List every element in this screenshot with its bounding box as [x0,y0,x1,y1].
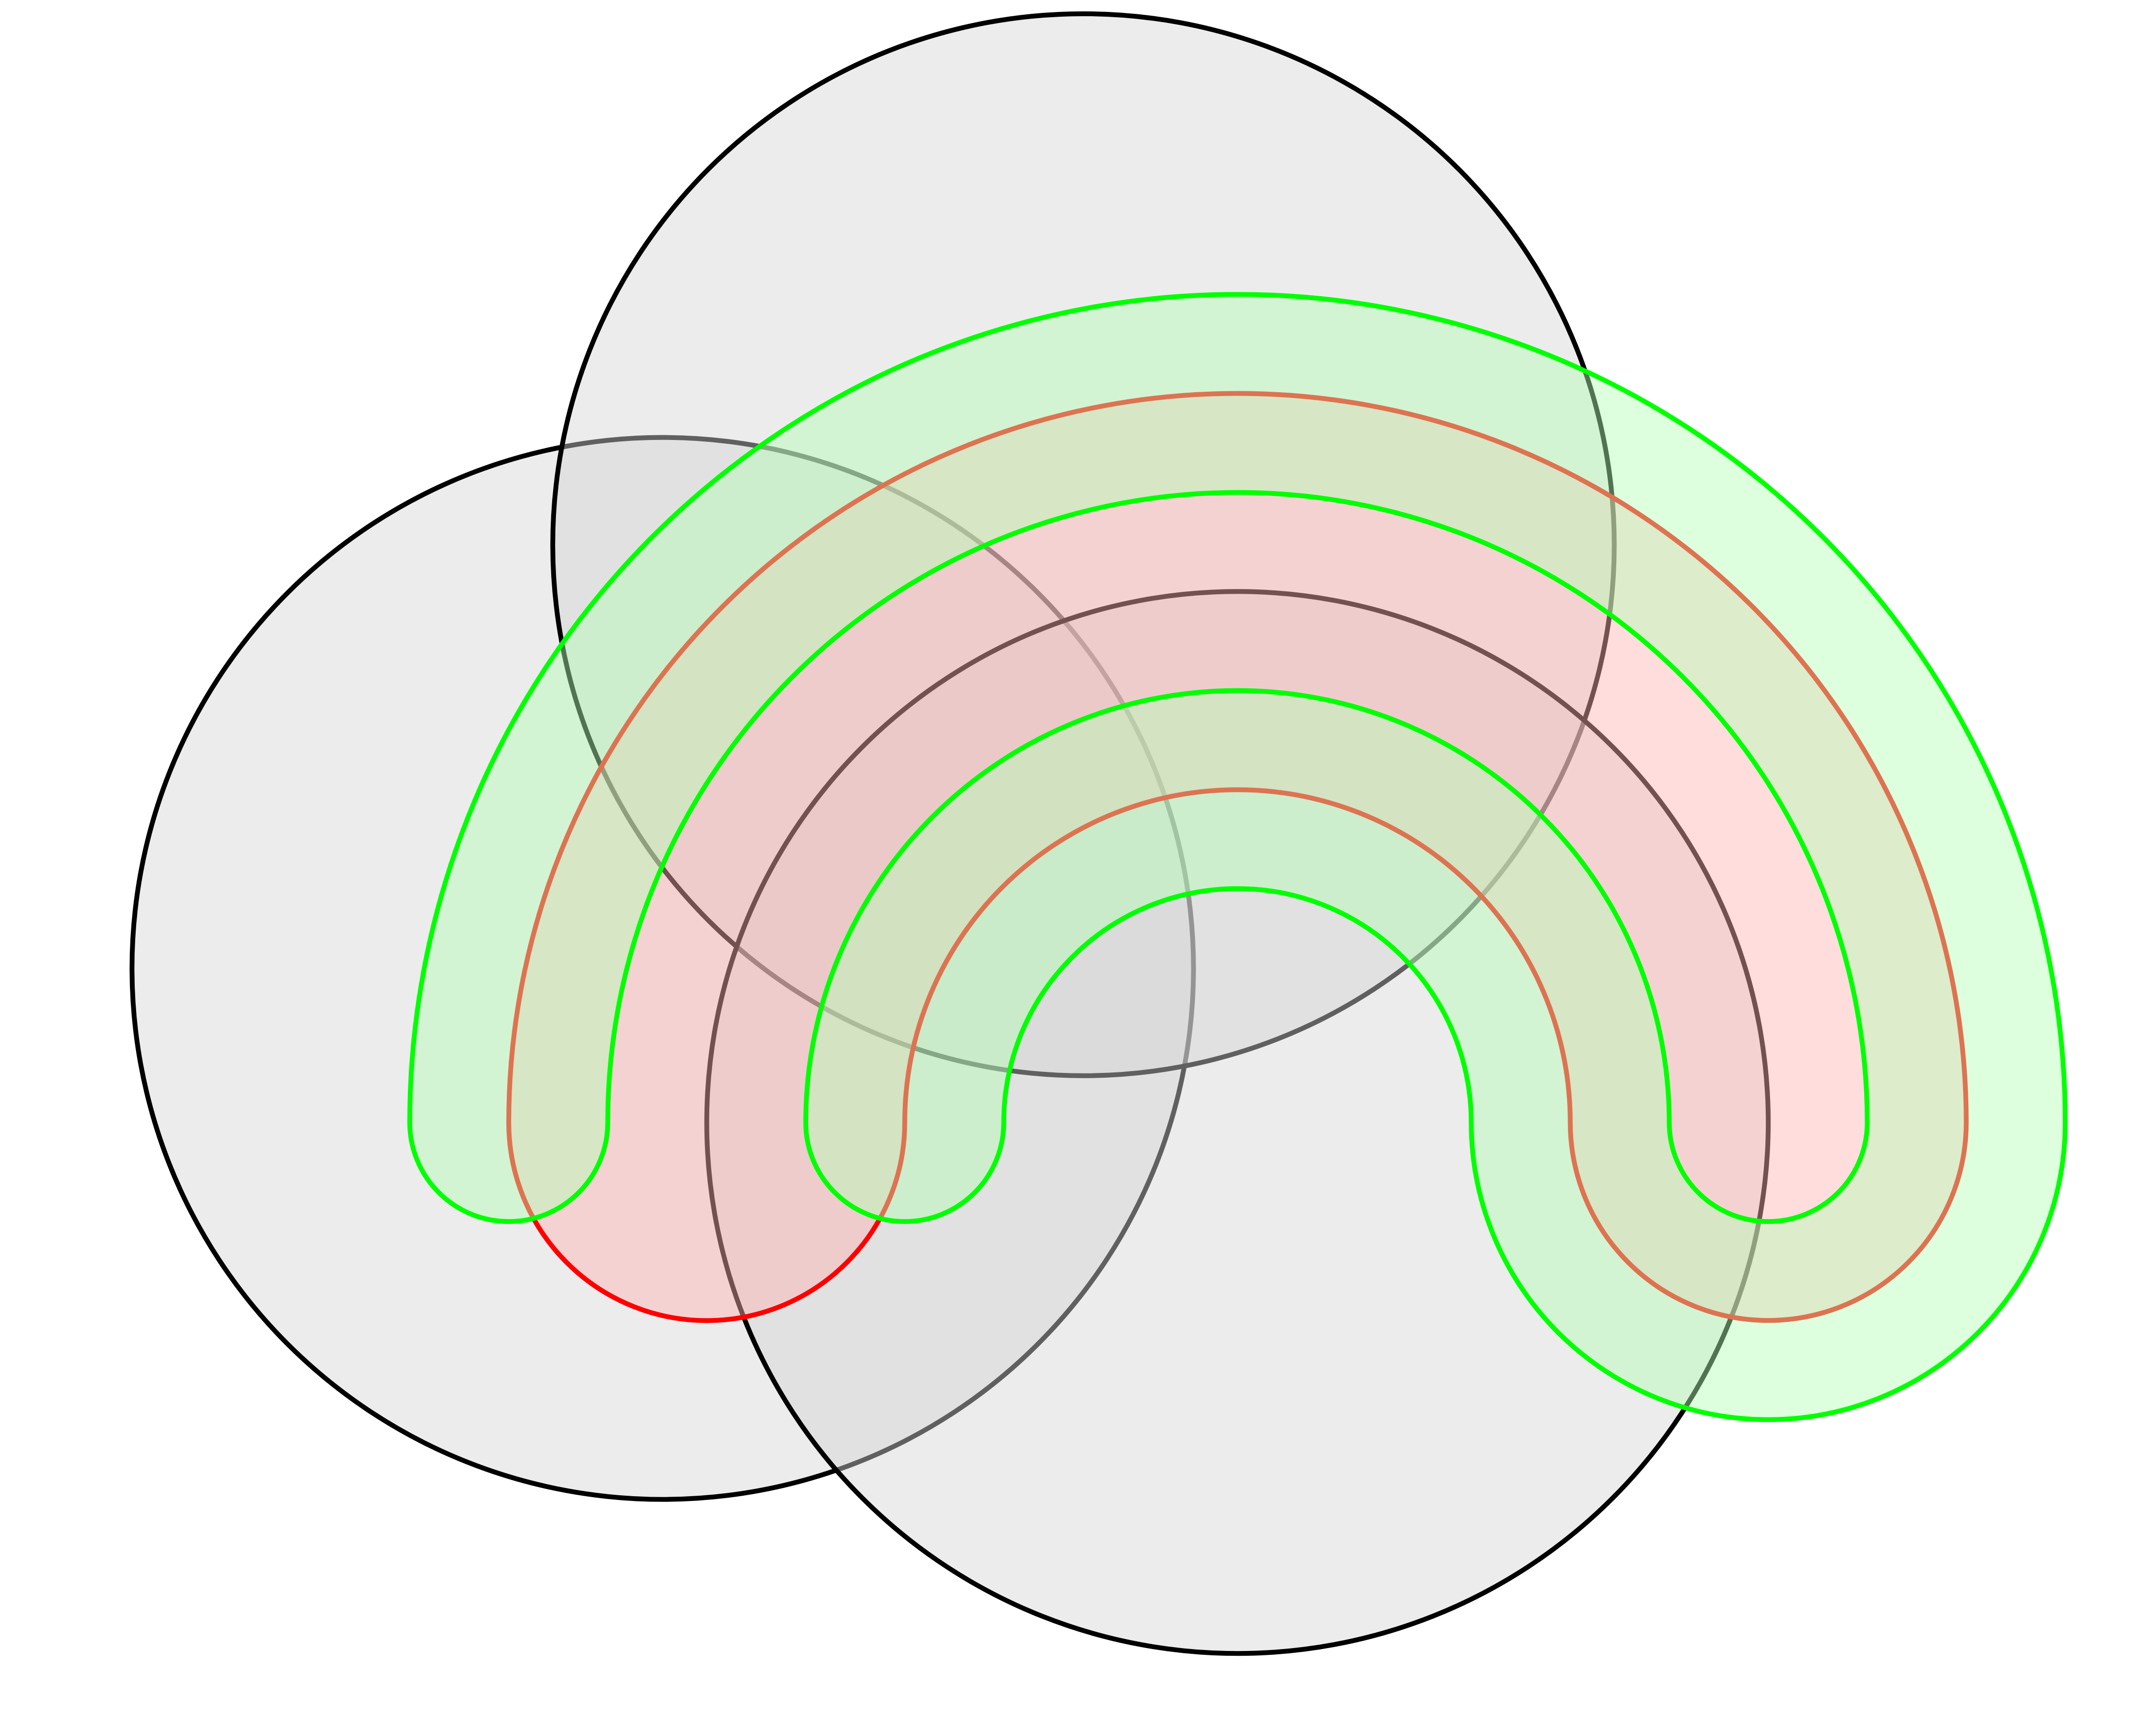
set-green-outer-arch [407,292,2068,1422]
set-red-arch [506,391,1969,1323]
set-bottom-circle [704,589,1771,1656]
venn-diagram-layers [129,11,2068,1656]
set-left-circle [129,435,1196,1502]
